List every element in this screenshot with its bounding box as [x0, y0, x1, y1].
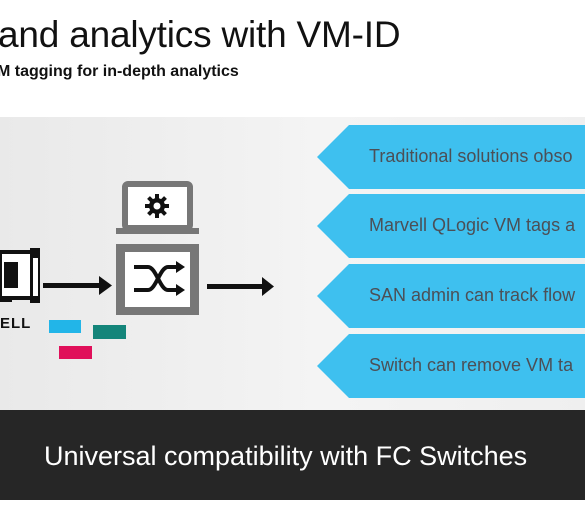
vm-tag-teal [93, 325, 126, 339]
vm-tag-magenta [59, 346, 92, 359]
callout-3: SAN admin can track flow [317, 264, 585, 328]
vendor-logo-text: ELL [0, 315, 32, 332]
hba-card-icon [0, 248, 40, 303]
callout-4: Switch can remove VM ta [317, 334, 585, 398]
arrow-right-icon [207, 277, 274, 296]
callout-1: Traditional solutions obso [317, 125, 585, 189]
callout-text: Marvell QLogic VM tags a [369, 215, 576, 235]
slide-title: and analytics with VM-ID [0, 14, 401, 55]
arrow-right-icon [43, 276, 112, 295]
callout-text: Switch can remove VM ta [369, 355, 574, 375]
laptop-gear-icon [116, 181, 199, 234]
callout-2: Marvell QLogic VM tags a [317, 194, 585, 258]
slide-subtitle: M tagging for in-depth analytics [0, 63, 239, 80]
callout-text: Traditional solutions obso [369, 146, 573, 166]
compatibility-banner: Universal compatibility with FC Switches [0, 410, 585, 500]
fc-switch-icon [116, 244, 199, 315]
callout-text: SAN admin can track flow [369, 285, 576, 305]
vm-tag-cyan [49, 320, 81, 333]
banner-text: Universal compatibility with FC Switches [44, 441, 528, 471]
